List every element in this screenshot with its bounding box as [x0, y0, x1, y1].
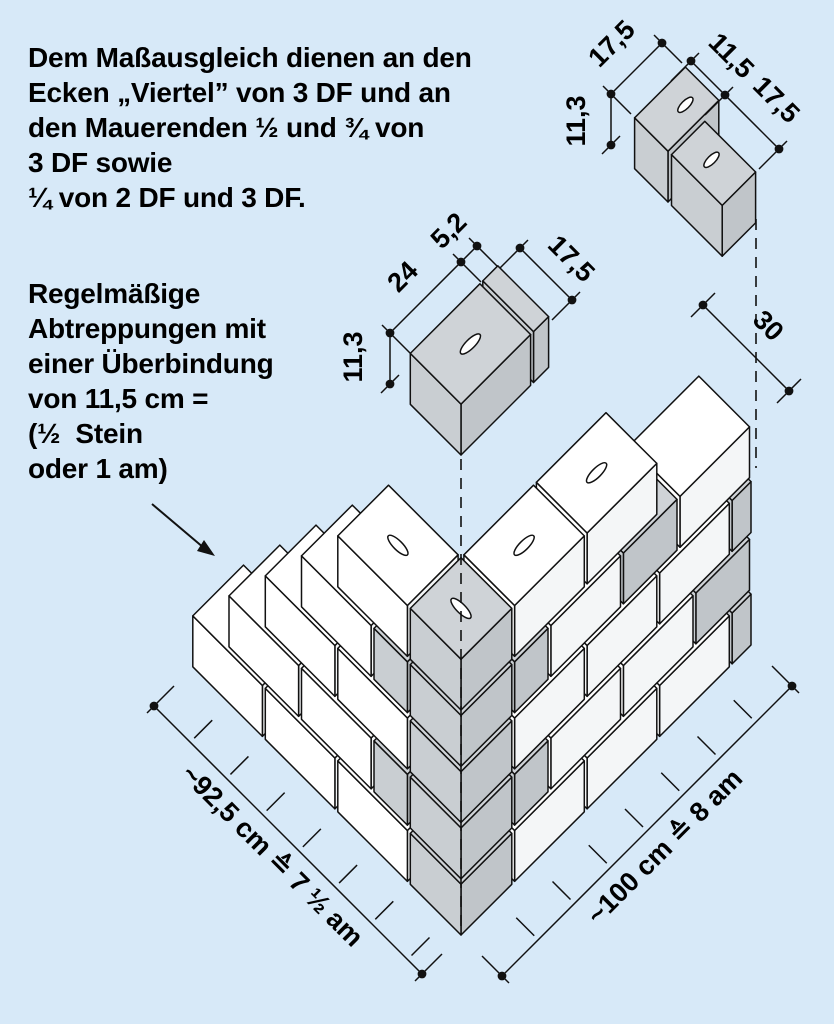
paragraph-line: Abtreppungen mit [28, 313, 266, 344]
dim-label-quarter-depth: 17,5 [582, 14, 640, 72]
dim-label-brick-height: 11,3 [338, 331, 368, 382]
dimension-compensation-paragraph: Dem Maßausgleich dienen an den Ecken „Vi… [28, 40, 472, 215]
dim-label-corner-pair-width: 30 [747, 304, 789, 346]
stepping-overlap-paragraph: Regelmäßige Abtreppungen mit einer Überb… [28, 276, 274, 486]
paragraph-line: den Mauerenden ½ und ¾ von [28, 112, 425, 143]
dim-label-quarter-width-large: 17,5 [747, 70, 805, 128]
dim-label-quarter-width-small: 11,5 [703, 27, 760, 84]
paragraph-line: von 11,5 cm = [28, 383, 209, 414]
paragraph-line: einer Überbindung [28, 348, 274, 379]
paragraph-line: Ecken „Viertel” von 3 DF und an [28, 77, 451, 108]
paragraph-line: (½ Stein [28, 418, 143, 449]
generated-geometry [146, 34, 802, 984]
dim-label-brick-length: 24 [381, 255, 423, 297]
dim-label-quarter-height: 11,3 [561, 95, 591, 146]
paragraph-line: 3 DF sowie [28, 147, 173, 178]
paragraph-line: oder 1 am) [28, 453, 168, 484]
dim-label-closure-width: 5,2 [425, 207, 473, 255]
paragraph-line: ¼ von 2 DF und 3 DF. [28, 182, 306, 213]
paragraph-line: Dem Maßausgleich dienen an den [28, 42, 472, 73]
paragraph-line: Regelmäßige [28, 278, 201, 309]
